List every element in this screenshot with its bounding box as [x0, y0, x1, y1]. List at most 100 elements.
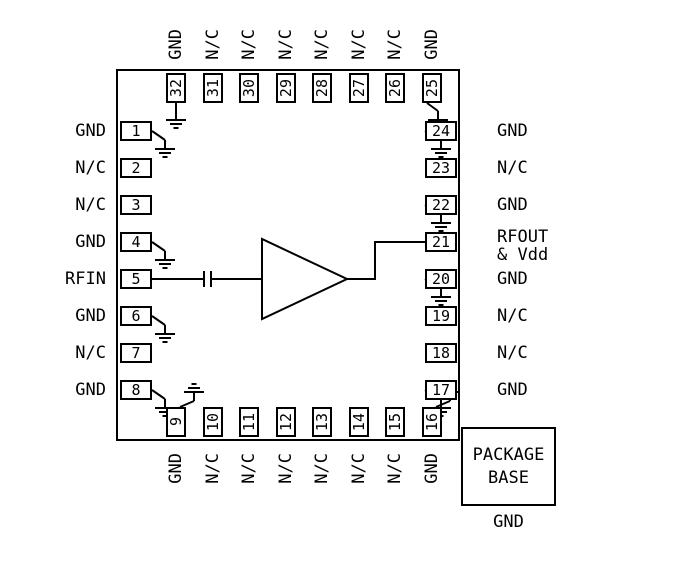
pin-box-29: 29 — [276, 73, 296, 103]
pin-box-12-text: 12 — [277, 412, 295, 432]
package-base-box: PACKAGE BASE — [461, 427, 556, 506]
pin-label-8: GND — [75, 380, 106, 400]
pin-label-19: N/C — [497, 306, 528, 326]
pin-box-21: 21 — [425, 232, 457, 252]
package-base-ground-label: GND — [493, 512, 524, 532]
ground-icon — [165, 110, 187, 129]
pin-box-28: 28 — [312, 73, 332, 103]
package-base-line1: PACKAGE — [472, 445, 545, 465]
pin-box-30: 30 — [239, 73, 259, 103]
pin-label-29-text: N/C — [276, 29, 296, 60]
pin8-gnd-wire — [151, 389, 166, 400]
pin-label-11: N/C — [239, 450, 259, 484]
pin-label-32-text: GND — [166, 29, 186, 60]
pin-box-13-text: 13 — [313, 412, 331, 432]
pin25-gnd-wire — [426, 102, 439, 112]
pin-box-12: 12 — [276, 407, 296, 437]
pin-box-30-text: 30 — [240, 78, 258, 98]
pin-box-18: 18 — [425, 343, 457, 363]
package-base-line2: BASE — [488, 468, 529, 488]
pin-label-29: N/C — [276, 26, 296, 60]
pin-label-12-text: N/C — [276, 453, 296, 484]
pin-label-17: GND — [497, 380, 528, 400]
pin-box-29-text: 29 — [277, 78, 295, 98]
pin-box-8: 8 — [120, 380, 152, 400]
pin-box-32-text: 32 — [167, 78, 185, 98]
pin-label-9: GND — [166, 450, 186, 484]
pin-label-10-text: N/C — [203, 453, 223, 484]
pin-box-32: 32 — [166, 73, 186, 103]
pin-box-26: 26 — [385, 73, 405, 103]
pin-label-27: N/C — [349, 26, 369, 60]
pin-box-31-text: 31 — [204, 78, 222, 98]
pin-box-20: 20 — [425, 269, 457, 289]
pin-label-32: GND — [166, 26, 186, 60]
pin-box-15-text: 15 — [386, 412, 404, 432]
pin1-gnd-wire — [151, 130, 166, 141]
pin-label-15-text: N/C — [385, 453, 405, 484]
pin-label-15: N/C — [385, 450, 405, 484]
pin-label-4: GND — [75, 232, 106, 252]
pin-label-23: N/C — [497, 158, 528, 178]
pin-label-30-text: N/C — [239, 29, 259, 60]
pin-box-16: 16 — [422, 407, 442, 437]
pin-box-22: 22 — [425, 195, 457, 215]
pin-box-2: 2 — [120, 158, 152, 178]
pin-label-14-text: N/C — [349, 453, 369, 484]
pin-box-7: 7 — [120, 343, 152, 363]
pin-box-11-text: 11 — [240, 412, 258, 432]
pin-box-6: 6 — [120, 306, 152, 326]
pin16-gnd-wire — [435, 400, 451, 408]
pin-label-24: GND — [497, 121, 528, 141]
pin-label-9-text: GND — [166, 453, 186, 484]
pin-label-26: N/C — [385, 26, 405, 60]
ground-icon — [154, 324, 176, 343]
pin-label-5: RFIN — [65, 269, 106, 289]
pin-label-28-text: N/C — [312, 29, 332, 60]
pin-box-23: 23 — [425, 158, 457, 178]
pin-label-20: GND — [497, 269, 528, 289]
pin-label-13-text: N/C — [312, 453, 332, 484]
pin-box-25: 25 — [422, 73, 442, 103]
pin-box-10-text: 10 — [204, 412, 222, 432]
pin-box-16-text: 16 — [423, 412, 441, 432]
pin9-gnd-wire — [179, 400, 195, 408]
pin-label-14: N/C — [349, 450, 369, 484]
pin-label-18: N/C — [497, 343, 528, 363]
pin-label-16-text: GND — [422, 453, 442, 484]
pin-box-14: 14 — [349, 407, 369, 437]
pin-box-3: 3 — [120, 195, 152, 215]
ground-icon — [183, 383, 205, 402]
pin-box-19: 19 — [425, 306, 457, 326]
pin-label-28: N/C — [312, 26, 332, 60]
pin-label-11-text: N/C — [239, 453, 259, 484]
pin-box-31: 31 — [203, 73, 223, 103]
pin-label-13: N/C — [312, 450, 332, 484]
pin-label-31: N/C — [203, 26, 223, 60]
pin-label-6: GND — [75, 306, 106, 326]
pin-box-14-text: 14 — [350, 412, 368, 432]
pin-label-7: N/C — [75, 343, 106, 363]
pin-label-1: GND — [75, 121, 106, 141]
package-outline — [116, 69, 460, 441]
pin-label-16: GND — [422, 450, 442, 484]
pin-box-24: 24 — [425, 121, 457, 141]
pin-box-5: 5 — [120, 269, 152, 289]
pin-box-4: 4 — [120, 232, 152, 252]
pin-box-27: 27 — [349, 73, 369, 103]
pin6-gnd-wire — [151, 315, 166, 326]
pin-box-10: 10 — [203, 407, 223, 437]
pin-box-28-text: 28 — [313, 78, 331, 98]
pin-label-12: N/C — [276, 450, 296, 484]
pin-box-1: 1 — [120, 121, 152, 141]
ground-icon — [154, 250, 176, 269]
pin-box-15: 15 — [385, 407, 405, 437]
pin-box-25-text: 25 — [423, 78, 441, 98]
pin-label-25: GND — [422, 26, 442, 60]
ground-icon — [430, 139, 452, 158]
ground-icon — [430, 287, 452, 306]
pin-label-26-text: N/C — [385, 29, 405, 60]
pin-label-3: N/C — [75, 195, 106, 215]
pin-box-9-text: 9 — [167, 417, 185, 427]
